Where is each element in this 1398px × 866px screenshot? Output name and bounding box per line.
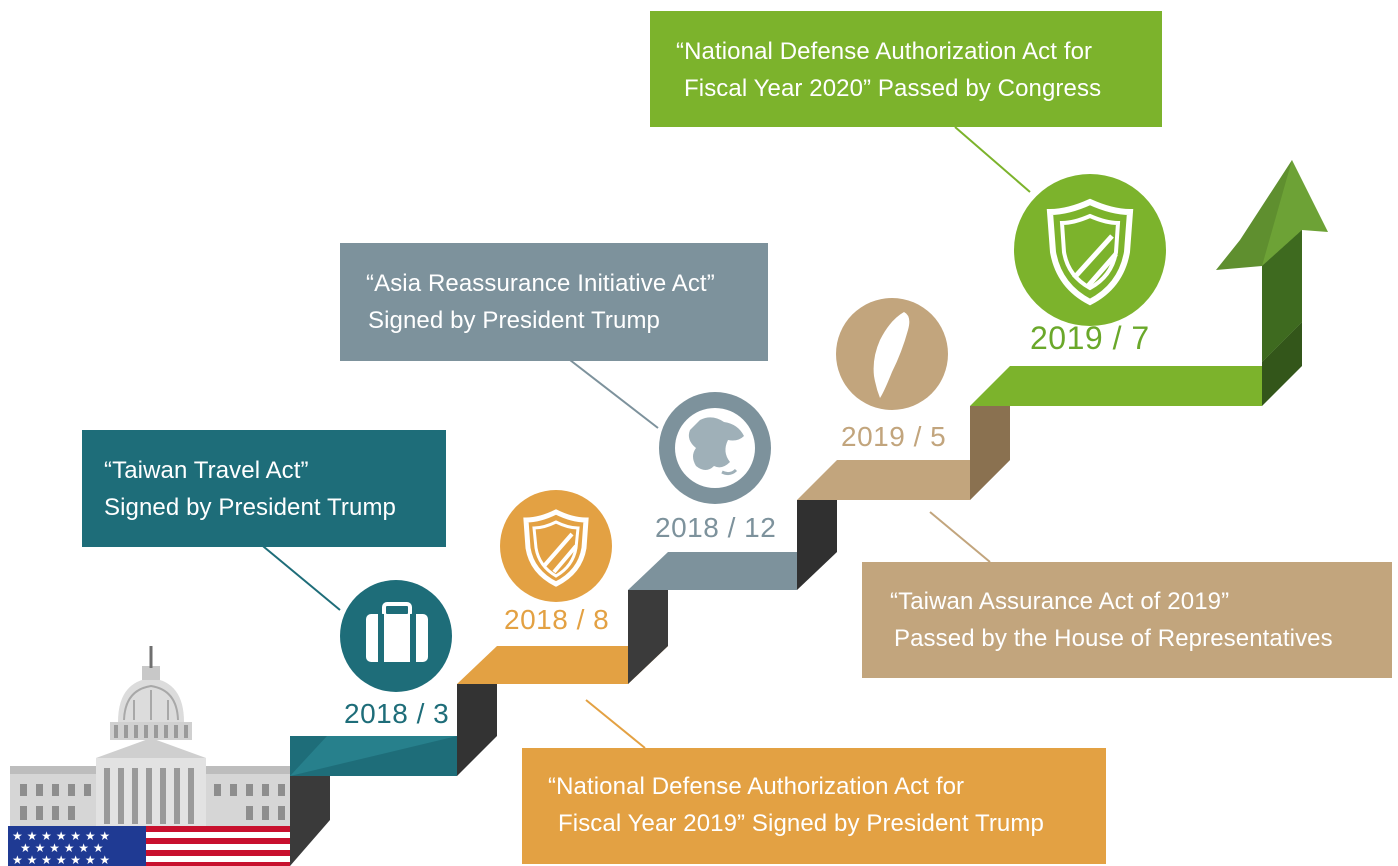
date-label-2019-7: 2019 / 7 — [1030, 320, 1150, 356]
date-label-2018-12: 2018 / 12 — [655, 512, 777, 543]
milestone-subtitle: Fiscal Year 2019” Signed by President Tr… — [558, 810, 1044, 837]
milestone-title: “Asia Reassurance Initiative Act” — [366, 270, 715, 297]
us-flag-icon: ★ ★ ★ ★ ★ ★ ★ ★ ★ ★ ★ ★ ★ ★ ★ ★ ★ ★ ★ ★ — [8, 826, 290, 866]
milestone-box-ndaa-2019: “National Defense Authorization Act for … — [522, 748, 1106, 864]
svg-text:★ ★ ★ ★ ★ ★ ★: ★ ★ ★ ★ ★ ★ ★ — [12, 853, 110, 866]
svg-text:★ ★ ★ ★ ★ ★ ★: ★ ★ ★ ★ ★ ★ ★ — [12, 829, 110, 843]
milestone-title: “National Defense Authorization Act for — [676, 38, 1093, 65]
globe-icon — [659, 392, 771, 504]
milestone-subtitle: Signed by President Trump — [104, 494, 396, 521]
date-label-2018-3: 2018 / 3 — [344, 698, 450, 729]
milestone-subtitle: Fiscal Year 2020” Passed by Congress — [684, 75, 1102, 102]
svg-text:★ ★ ★ ★ ★ ★: ★ ★ ★ ★ ★ ★ — [20, 841, 104, 855]
milestone-box-asia-reassurance: “Asia Reassurance Initiative Act” Signed… — [340, 243, 768, 361]
date-label-2018-8: 2018 / 8 — [504, 604, 610, 635]
milestone-title: “National Defense Authorization Act for — [548, 773, 965, 800]
milestone-box-taiwan-assurance: “Taiwan Assurance Act of 2019” Passed by… — [862, 562, 1392, 678]
milestone-title: “Taiwan Travel Act” — [104, 457, 309, 484]
milestone-box-ndaa-2020: “National Defense Authorization Act for … — [650, 11, 1162, 127]
milestone-subtitle: Signed by President Trump — [368, 307, 660, 334]
date-label-2019-5: 2019 / 5 — [841, 421, 947, 452]
milestone-title: “Taiwan Assurance Act of 2019” — [890, 588, 1230, 615]
milestone-subtitle: Passed by the House of Representatives — [894, 625, 1333, 652]
milestone-box-taiwan-travel-act: “Taiwan Travel Act” Signed by President … — [82, 430, 446, 547]
shield-icon — [1014, 174, 1166, 326]
shield-icon — [500, 490, 612, 602]
capitol-building-icon — [10, 646, 300, 832]
taiwan-map-icon — [836, 298, 948, 410]
suitcase-icon — [340, 580, 452, 692]
up-arrow-icon — [1216, 160, 1328, 362]
